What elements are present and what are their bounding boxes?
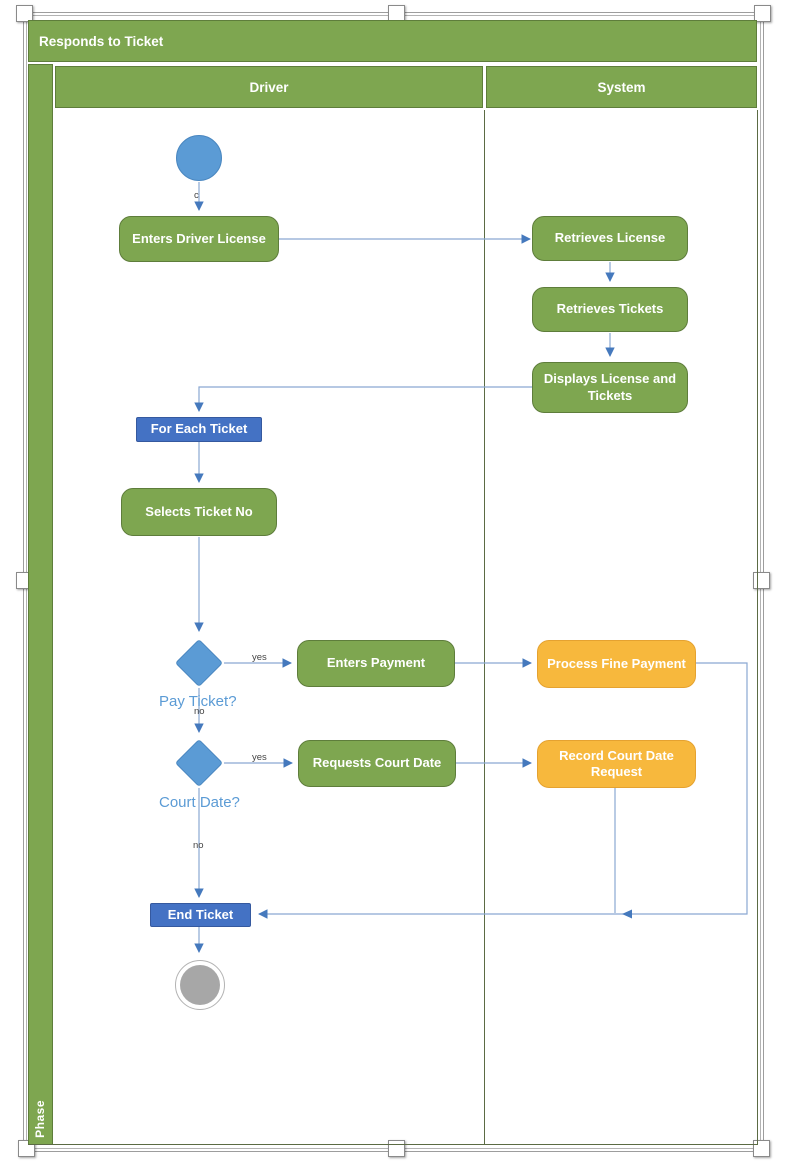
end-node[interactable] (175, 960, 225, 1010)
selection-handle-mid-right[interactable] (753, 572, 770, 589)
lane-system-label: System (597, 79, 646, 95)
action-enters-driver-license[interactable]: Enters Driver License (119, 216, 279, 262)
task-process-fine-payment[interactable]: Process Fine Payment (537, 640, 696, 688)
diagram-right-border (757, 110, 758, 1144)
action-requests-court-date[interactable]: Requests Court Date (298, 740, 456, 787)
selection-handle-bottom-middle[interactable] (388, 1140, 405, 1157)
lane-header-system[interactable]: System (486, 66, 757, 108)
edge-label-court-no[interactable]: no (193, 840, 204, 851)
phase-bar[interactable]: Phase (28, 64, 53, 1145)
selection-handle-bottom-right[interactable] (753, 1140, 770, 1157)
selection-handle-top-right[interactable] (754, 5, 771, 22)
task-label: Process Fine Payment (547, 655, 686, 671)
action-displays-license-and-tickets[interactable]: Displays License and Tickets (532, 362, 688, 413)
end-ticket-label: End Ticket (167, 906, 234, 922)
selection-frame-inner (26, 15, 761, 1149)
action-label: Selects Ticket No (145, 503, 253, 519)
action-retrieves-license[interactable]: Retrieves License (532, 216, 688, 261)
phase-label: Phase (33, 1100, 47, 1138)
edge-label-court-yes[interactable]: yes (252, 752, 267, 763)
diagram-title-bar[interactable]: Responds to Ticket (28, 20, 757, 62)
action-retrieves-tickets[interactable]: Retrieves Tickets (532, 287, 688, 332)
action-label: Retrieves License (554, 230, 666, 246)
edge-label-pay-yes[interactable]: yes (252, 652, 267, 663)
action-label: Displays License and Tickets (543, 371, 677, 403)
task-label: Record Court Date Request (559, 747, 674, 779)
end-ticket-bar[interactable]: End Ticket (150, 903, 251, 927)
action-label: Enters Driver License (132, 230, 266, 246)
start-node[interactable] (176, 135, 222, 181)
loop-label: For Each Ticket (150, 421, 248, 437)
action-label: Enters Payment (326, 655, 426, 671)
action-label: Retrieves Tickets (556, 301, 664, 317)
edge-label-pay-no[interactable]: no (194, 706, 205, 717)
edge-label-start-c[interactable]: c (194, 190, 199, 201)
task-record-court-date-request[interactable]: Record Court Date Request (537, 740, 696, 788)
decision-label-pay-ticket[interactable]: Pay Ticket? (159, 693, 237, 710)
loop-for-each-ticket[interactable]: For Each Ticket (136, 417, 262, 442)
action-label: Requests Court Date (312, 755, 442, 771)
lane-divider[interactable] (484, 110, 485, 1144)
end-node-core (180, 965, 220, 1005)
decision-label-court-date[interactable]: Court Date? (159, 794, 240, 811)
action-selects-ticket-no[interactable]: Selects Ticket No (121, 488, 277, 536)
diagram-title: Responds to Ticket (39, 33, 164, 49)
action-enters-payment[interactable]: Enters Payment (297, 640, 455, 687)
lane-header-driver[interactable]: Driver (55, 66, 483, 108)
diagram-bottom-border (28, 1144, 758, 1145)
selection-handle-top-left[interactable] (16, 5, 33, 22)
lane-driver-label: Driver (249, 79, 289, 95)
